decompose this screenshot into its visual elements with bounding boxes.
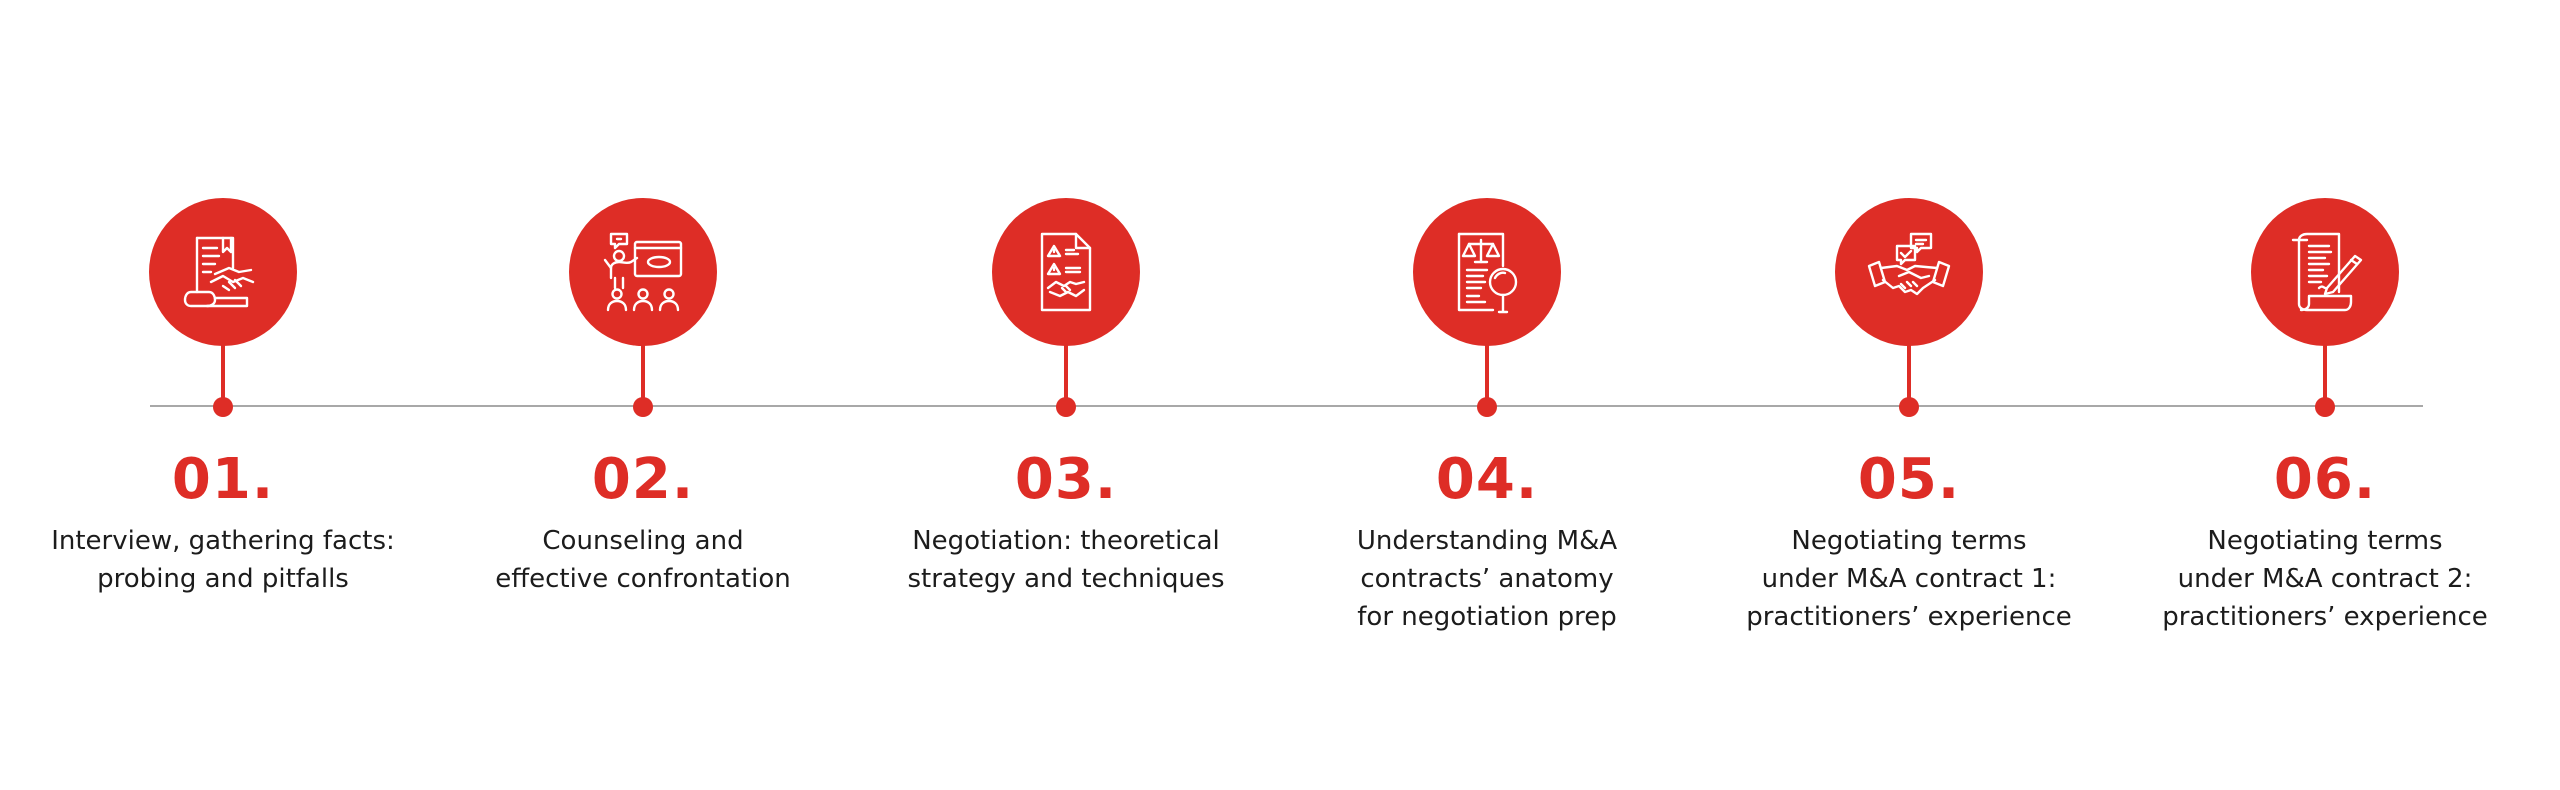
handshake-chat-icon (1867, 232, 1951, 296)
step-1-badge (149, 198, 297, 346)
timeline-step-6: 06. Negotiating terms under M&A contract… (2125, 0, 2525, 790)
step-3-label: Negotiation: theoretical strategy and te… (866, 522, 1266, 598)
step-6-connector (2323, 344, 2327, 400)
timeline-axis (150, 405, 2423, 407)
step-5-marker-dot (1899, 397, 1919, 417)
step-1-label-line-2: probing and pitfalls (97, 564, 349, 594)
step-1-connector (221, 344, 225, 400)
step-5-connector (1907, 344, 1911, 400)
contract-scales-magnifier-icon (1457, 232, 1518, 314)
timeline-step-5: 05. Negotiating terms under M&A contract… (1709, 0, 2109, 790)
step-3-badge (992, 198, 1140, 346)
document-signing-icon (2291, 232, 2363, 312)
timeline-step-3: 03. Negotiation: theoretical strategy an… (866, 0, 1266, 790)
timeline-step-2: 02. Counseling and effective confrontati… (443, 0, 843, 790)
step-6-label-line-1: Negotiating terms (2207, 526, 2443, 556)
step-1-marker-dot (213, 397, 233, 417)
step-4-label-line-3: for negotiation prep (1357, 602, 1617, 632)
presentation-audience-icon (603, 232, 683, 312)
step-6-badge (2251, 198, 2399, 346)
step-6-number: 06. (2273, 447, 2377, 512)
step-4-marker-dot (1477, 397, 1497, 417)
step-2-label-line-2: effective confrontation (495, 564, 791, 594)
step-2-connector (641, 344, 645, 400)
step-4-badge (1413, 198, 1561, 346)
timeline-step-1: 01. Interview, gathering facts: probing … (23, 0, 423, 790)
timeline-step-4: 04. Understanding M&A contracts’ anatomy… (1287, 0, 1687, 790)
step-6-label-line-3: practitioners’ experience (2162, 602, 2488, 632)
step-2-label-line-1: Counseling and (542, 526, 744, 556)
step-1-label-line-1: Interview, gathering facts: (51, 526, 395, 556)
step-1-label: Interview, gathering facts: probing and … (23, 522, 423, 598)
step-5-number: 05. (1857, 447, 1961, 512)
step-1-number: 01. (171, 447, 275, 512)
step-6-label-line-2: under M&A contract 2: (2177, 564, 2473, 594)
step-5-label: Negotiating terms under M&A contract 1: … (1709, 522, 2109, 636)
step-6-label: Negotiating terms under M&A contract 2: … (2125, 522, 2525, 636)
step-4-label-line-2: contracts’ anatomy (1360, 564, 1614, 594)
step-3-label-line-2: strategy and techniques (907, 564, 1225, 594)
step-4-label-line-1: Understanding M&A (1356, 526, 1618, 556)
step-5-label-line-1: Negotiating terms (1791, 526, 2027, 556)
step-3-marker-dot (1056, 397, 1076, 417)
step-4-number: 04. (1435, 447, 1539, 512)
warning-document-handshake-icon (1040, 232, 1092, 312)
step-2-badge (569, 198, 717, 346)
step-6-marker-dot (2315, 397, 2335, 417)
step-3-connector (1064, 344, 1068, 400)
handshake-document-icon (183, 236, 255, 308)
step-5-badge (1835, 198, 1983, 346)
step-5-label-line-2: under M&A contract 1: (1761, 564, 2057, 594)
step-3-label-line-1: Negotiation: theoretical (912, 526, 1220, 556)
step-2-marker-dot (633, 397, 653, 417)
step-2-number: 02. (591, 447, 695, 512)
step-2-label: Counseling and effective confrontation (443, 522, 843, 598)
step-4-label: Understanding M&A contracts’ anatomy for… (1287, 522, 1687, 636)
step-5-label-line-3: practitioners’ experience (1746, 602, 2072, 632)
step-4-connector (1485, 344, 1489, 400)
step-3-number: 03. (1014, 447, 1118, 512)
